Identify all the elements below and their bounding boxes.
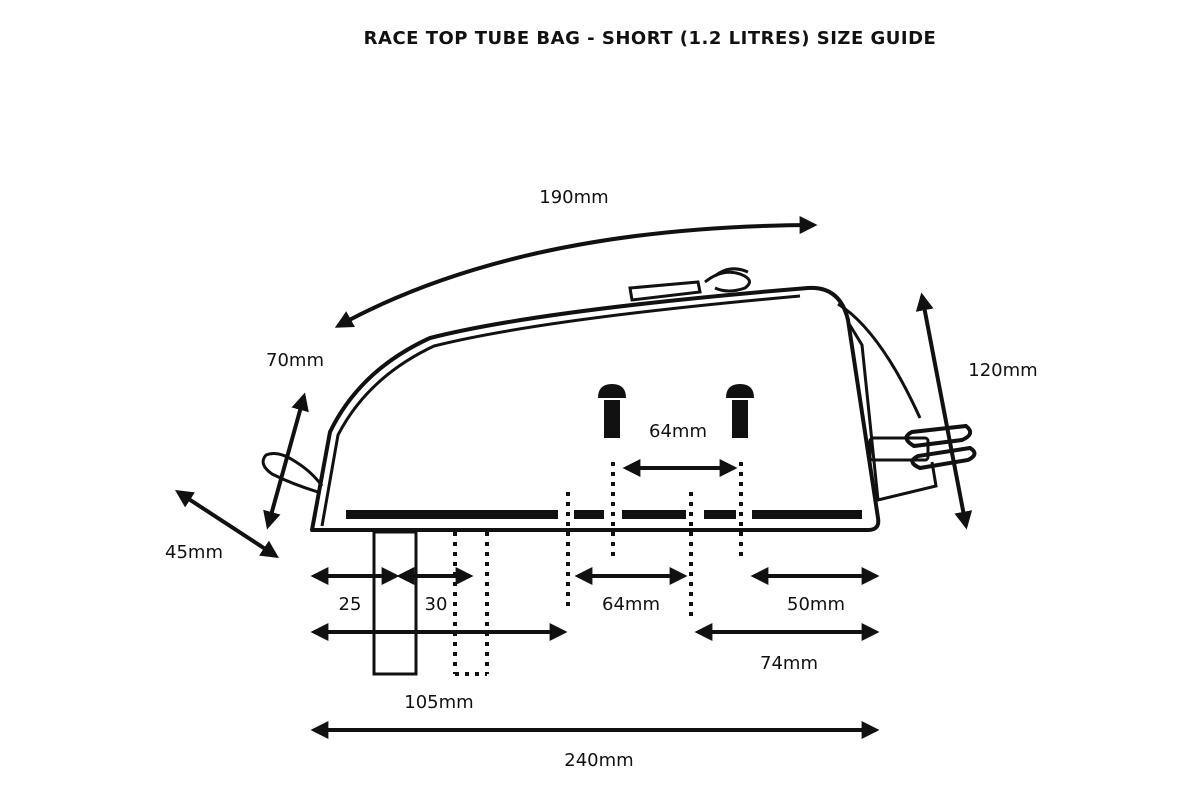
rear-offset-label: 50mm (787, 594, 845, 615)
bag-outline (310, 285, 881, 532)
rear-strap (837, 302, 938, 502)
strap-offset-b-label: 30 (425, 594, 448, 615)
mounting-rail (346, 510, 862, 519)
bolt-icon-left (598, 384, 626, 438)
total-length-label: 240mm (564, 750, 633, 771)
velcro-strap (372, 530, 418, 676)
bolt-spacing-label: 64mm (649, 421, 707, 442)
bolt-offset-label: 64mm (602, 594, 660, 615)
strap-offset-a-label: 25 (339, 594, 362, 615)
guide-title: RACE TOP TUBE BAG - SHORT (1.2 LITRES) S… (364, 28, 937, 49)
arc-length-label: 190mm (539, 187, 608, 208)
arc-length-arrow (334, 216, 818, 328)
front-height-label: 70mm (266, 350, 324, 371)
rear-height-label: 120mm (968, 360, 1037, 381)
front-loop (261, 452, 324, 494)
velcro-strap-alt (453, 532, 489, 676)
front-to-bolt-label: 105mm (404, 692, 473, 713)
front-height-arrow (263, 392, 309, 530)
strap-buckle (904, 423, 977, 471)
reference-lines (566, 462, 743, 622)
front-depth-arrow (174, 490, 280, 558)
rear-height-arrow (915, 292, 973, 530)
bolt-to-rear-label: 74mm (760, 653, 818, 674)
bolt-icon-right (726, 384, 754, 438)
front-depth-label: 45mm (165, 542, 223, 563)
